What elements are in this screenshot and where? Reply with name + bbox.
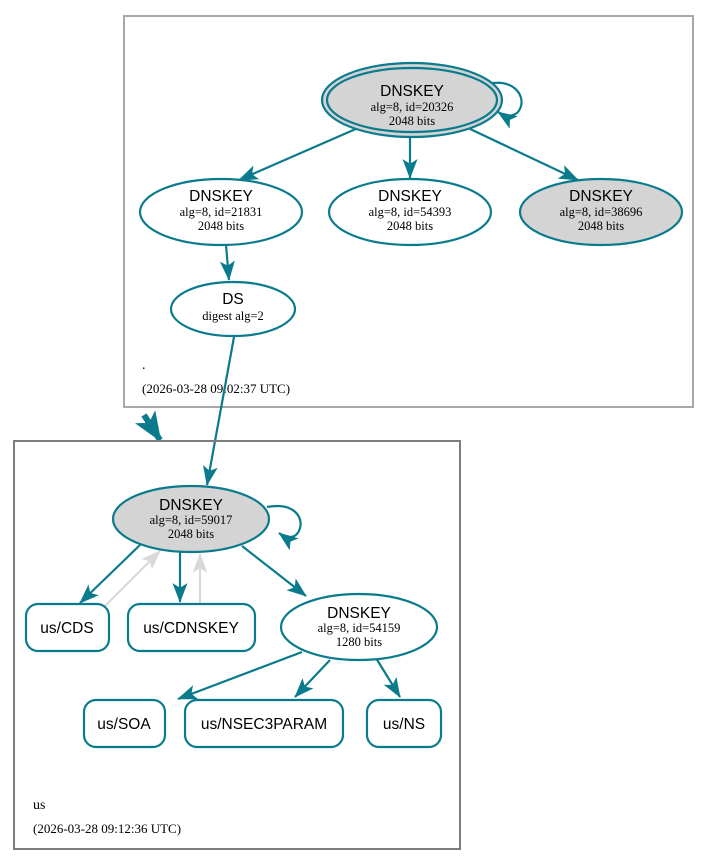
node-dnskey-21831-shape: [138, 177, 304, 247]
rrset-us-nsec3param-label: us/NSEC3PARAM: [201, 716, 327, 733]
node-dnskey-54393-alg-id: alg=8, id=54393: [369, 205, 452, 219]
rrset-us-cdnskey-label: us/CDNSKEY: [143, 620, 239, 637]
node-dnskey-20326-alg-id: alg=8, id=20326: [371, 100, 454, 114]
node-dnskey-54159[interactable]: DNSKEY alg=8, id=54159 1280 bits: [279, 592, 439, 662]
edge-us-ksk-self-sign: [266, 504, 302, 551]
edge-us-zsk-to-ns: [375, 657, 401, 698]
edge-us-ksk-to-us-zsk: [241, 545, 307, 597]
node-dnskey-54393-title: DNSKEY: [378, 188, 442, 205]
rrset-us-ns-label: us/NS: [383, 716, 425, 733]
rrset-us-cdnskey-shape: [126, 602, 257, 653]
rrset-us-cds[interactable]: us/CDS: [24, 602, 111, 653]
rrset-us-cds-shape: [24, 602, 111, 653]
rrset-us-nsec3param-shape: [183, 698, 345, 749]
node-dnskey-20326[interactable]: DNSKEY alg=8, id=20326 2048 bits: [320, 61, 504, 139]
node-dnskey-38696-shape: [518, 177, 684, 247]
node-dnskey-54159-alg-id: alg=8, id=54159: [318, 621, 401, 635]
node-ds-us[interactable]: DS digest alg=2: [169, 280, 297, 338]
zone-label-root-name: .: [142, 358, 146, 373]
node-ds-us-digest-alg: digest alg=2: [202, 309, 264, 323]
node-dnskey-20326-bits: 2048 bits: [389, 114, 435, 128]
node-dnskey-21831[interactable]: DNSKEY alg=8, id=21831 2048 bits: [138, 177, 304, 247]
edge-us-zsk-to-soa: [177, 650, 303, 701]
node-dnskey-54159-title: DNSKEY: [327, 605, 391, 622]
node-dnskey-38696[interactable]: DNSKEY alg=8, id=38696 2048 bits: [518, 177, 684, 247]
rrset-us-soa-shape: [82, 698, 167, 749]
node-dnskey-59017-bits: 2048 bits: [168, 527, 214, 541]
zone-label-us-name: us: [33, 798, 45, 813]
node-dnskey-54393[interactable]: DNSKEY alg=8, id=54393 2048 bits: [327, 177, 493, 247]
node-dnskey-54393-shape: [327, 177, 493, 247]
node-dnskey-20326-title: DNSKEY: [380, 83, 444, 100]
node-dnskey-54393-bits: 2048 bits: [387, 219, 433, 233]
node-dnskey-59017-alg-id: alg=8, id=59017: [150, 513, 233, 527]
node-dnskey-38696-title: DNSKEY: [569, 188, 633, 205]
rrset-us-ns[interactable]: us/NS: [365, 698, 443, 749]
rrset-us-cds-label: us/CDS: [40, 620, 93, 637]
zone-box-us: [13, 440, 461, 850]
edge-us-ksk-to-cds: [79, 544, 141, 604]
zone-box-root: [123, 15, 694, 408]
rrset-us-soa-label: us/SOA: [97, 716, 151, 733]
edge-zone-delegation-root-to-us: [135, 410, 163, 443]
node-dnskey-59017-shape: [111, 484, 271, 554]
node-dnskey-21831-alg-id: alg=8, id=21831: [180, 205, 263, 219]
node-dnskey-59017[interactable]: DNSKEY alg=8, id=59017 2048 bits: [111, 484, 271, 554]
edge-ds-to-us-ksk: [203, 336, 236, 486]
edge-us-zsk-to-nsec3param: [294, 659, 331, 698]
node-dnskey-38696-alg-id: alg=8, id=38696: [560, 205, 643, 219]
node-dnskey-54159-shape: [279, 592, 439, 662]
node-dnskey-21831-bits: 2048 bits: [198, 219, 244, 233]
edge-root-ksk-to-38696: [467, 127, 579, 181]
node-ds-us-title: DS: [222, 291, 244, 308]
edge-cds-to-us-ksk: [103, 550, 161, 608]
node-dnskey-54159-bits: 1280 bits: [336, 635, 382, 649]
node-dnskey-38696-bits: 2048 bits: [578, 219, 624, 233]
zone-label-root-timestamp: (2026-03-28 09:02:37 UTC): [142, 381, 290, 396]
edge-root-ksk-to-21831: [238, 126, 359, 182]
node-dnskey-20326-inner-ring: [325, 66, 499, 134]
edge-root-21831-to-ds: [219, 244, 235, 281]
zone-label-us-timestamp: (2026-03-28 09:12:36 UTC): [33, 821, 181, 836]
edge-root-ksk-self-sign: [485, 81, 523, 129]
rrset-us-cdnskey[interactable]: us/CDNSKEY: [126, 602, 257, 653]
rrset-us-nsec3param[interactable]: us/NSEC3PARAM: [183, 698, 345, 749]
rrset-us-ns-shape: [365, 698, 443, 749]
rrset-us-soa[interactable]: us/SOA: [82, 698, 167, 749]
node-ds-us-shape: [169, 280, 297, 338]
node-dnskey-21831-title: DNSKEY: [189, 188, 253, 205]
node-dnskey-59017-title: DNSKEY: [159, 497, 223, 514]
